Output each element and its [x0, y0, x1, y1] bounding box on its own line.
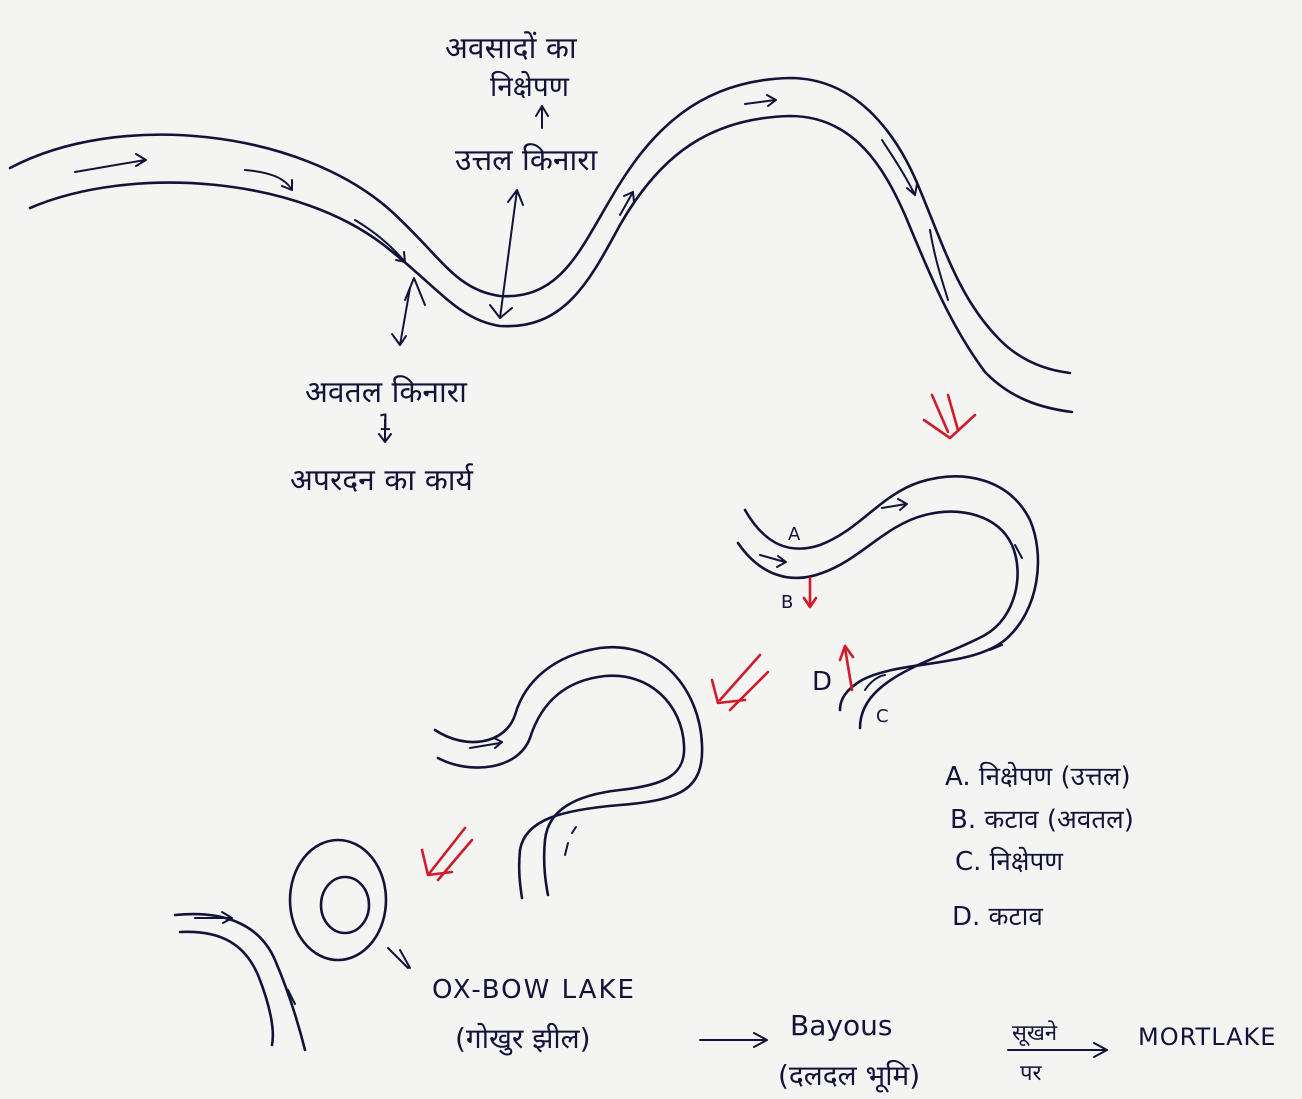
concave-arrow-number: 1 — [378, 411, 392, 436]
legend-b: B. कटाव (अवतल) — [950, 805, 1134, 835]
top-label-line1: अवसादों का — [445, 31, 578, 66]
marker-b-arrow — [804, 578, 816, 607]
transition-arrow-3 — [422, 828, 472, 880]
oxbow-lake-outer — [290, 840, 386, 960]
oxbow-lake-inner — [321, 877, 369, 933]
legend-a: A. निक्षेपण (उत्तल) — [945, 761, 1131, 792]
transition-arrow-2 — [712, 655, 768, 710]
river-upper-bank — [10, 78, 1070, 373]
stage3-river — [435, 647, 702, 898]
stage3-inner-bank — [438, 676, 684, 895]
stage4-river-outer — [175, 914, 305, 1050]
marker-c: C — [876, 706, 889, 727]
marker-d: D — [812, 667, 832, 697]
oxbow-lake-label: OX-BOW LAKE — [432, 975, 636, 1005]
stage1-river — [10, 78, 1072, 442]
convex-bank-label: उत्तल किनारा — [455, 143, 599, 178]
stage3-outer-bank — [435, 647, 702, 898]
deposition-up-arrow — [536, 106, 548, 128]
dry-arrow-bottom: पर — [1020, 1061, 1042, 1086]
legend-c: C. निक्षेपण — [955, 846, 1064, 877]
marker-b: B — [781, 592, 793, 613]
concave-bank-label: अवतल किनारा — [305, 375, 468, 410]
stage4-river-inner — [180, 932, 273, 1045]
marker-d-arrow — [840, 646, 853, 690]
marker-a: A — [788, 524, 801, 545]
transition-arrow-1 — [924, 395, 975, 438]
bayous-label: Bayous — [790, 1009, 892, 1042]
erosion-work-label: अपरदन का कार्य — [290, 463, 474, 498]
arrow-to-bayous — [700, 1033, 767, 1047]
legend-d: D. कटाव — [952, 902, 1043, 932]
convex-bank-arrow — [490, 190, 523, 318]
stage4-oxbow — [175, 840, 410, 1050]
oxbow-lake-hindi: (गोखुर झील) — [455, 1022, 591, 1056]
bayous-hindi: (दलदल भूमि) — [778, 1059, 920, 1093]
dry-arrow-top: सूखने — [1012, 1020, 1058, 1047]
mortlake-label: MORTLAKE — [1138, 1023, 1276, 1051]
top-label-line2: निक्षेपण — [490, 70, 570, 103]
